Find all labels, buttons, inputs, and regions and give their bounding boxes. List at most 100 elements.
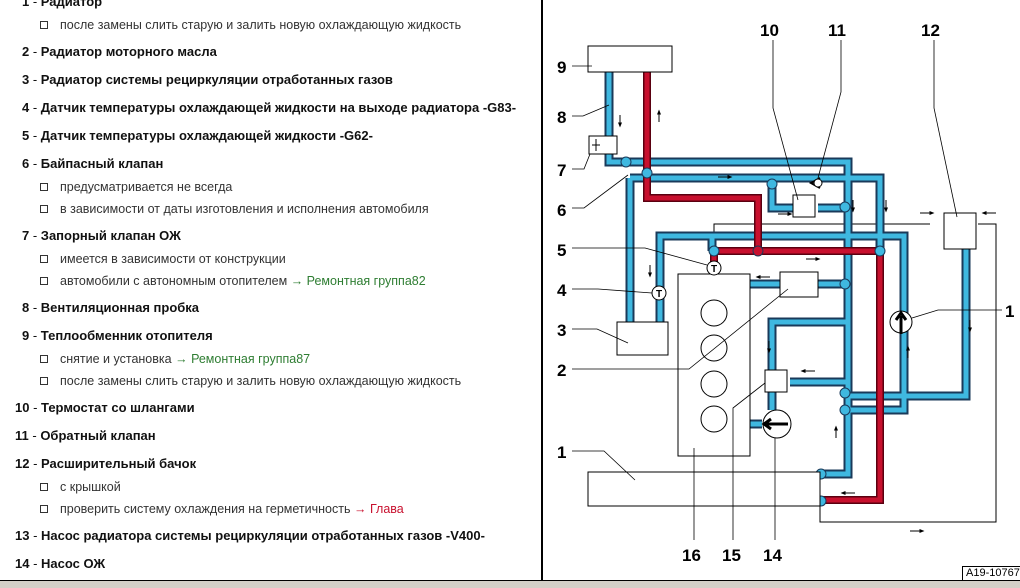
diagram-shape bbox=[839, 278, 851, 290]
legend-item-label: Радиатор системы рециркуляции отработанн… bbox=[40, 72, 393, 87]
horizontal-scrollbar[interactable] bbox=[0, 580, 1020, 588]
legend-item-number: 3 bbox=[22, 72, 30, 87]
pump-14-arrow-icon bbox=[761, 417, 788, 431]
legend-subitem: после замены слить старую и залить новую… bbox=[40, 374, 461, 388]
legend-item-number: 7 bbox=[22, 228, 30, 243]
diagram-shape bbox=[874, 245, 886, 257]
legend-subitem-text: предусматривается не всегда bbox=[60, 180, 233, 194]
legend-subitem-text: имеется в зависимости от конструкции bbox=[60, 252, 286, 266]
legend-separator: - bbox=[29, 128, 41, 143]
legend-item-number: 10 bbox=[15, 400, 30, 415]
diagram-shape bbox=[620, 156, 632, 168]
cross-reference-link[interactable]: → Глава bbox=[353, 502, 404, 516]
legend-item-4: 4 - Датчик температуры охлаждающей жидко… bbox=[22, 100, 516, 115]
callout-1: 1 bbox=[557, 443, 566, 462]
diagram-shape bbox=[644, 72, 761, 251]
legend-subitem: автомобили с автономным отопителем → Рем… bbox=[40, 274, 426, 288]
sensor-g83-glyph: T bbox=[656, 289, 662, 300]
callout-3: 3 bbox=[557, 321, 566, 340]
sensor-g62 bbox=[706, 260, 722, 276]
square-bullet-icon bbox=[40, 20, 48, 29]
cross-reference-link[interactable]: → Ремонтная группа82 bbox=[290, 274, 426, 288]
callout-15: 15 bbox=[722, 546, 741, 565]
cooling-system-diagram: T T bbox=[543, 0, 1020, 580]
legend-separator: - bbox=[29, 0, 41, 9]
legend-subitem: предусматривается не всегда bbox=[40, 180, 232, 194]
diagram-shape bbox=[572, 288, 653, 294]
legend-item-12: 12 - Расширительный бачок bbox=[15, 456, 196, 471]
figure-id-label: A19-10767 bbox=[962, 566, 1020, 581]
legend-item-label: Радиатор моторного масла bbox=[40, 44, 217, 59]
diagram-shape bbox=[848, 248, 969, 399]
diagram-shape bbox=[839, 387, 851, 399]
legend-item-label: Теплообменник отопителя bbox=[40, 328, 213, 343]
legend-separator: - bbox=[29, 400, 42, 415]
square-bullet-icon bbox=[40, 504, 48, 513]
legend-item-label: Обратный клапан bbox=[40, 428, 156, 443]
legend-subitem-text: после замены слить старую и залить новую… bbox=[60, 374, 462, 388]
diagram-shape bbox=[641, 167, 653, 179]
diagram-shape bbox=[606, 72, 626, 165]
square-bullet-icon bbox=[40, 204, 48, 213]
legend-subitem: после замены слить старую и залить новую… bbox=[40, 18, 461, 32]
legend-subitem-text: автомобили с автономным отопителем bbox=[60, 274, 288, 288]
callout-2: 2 bbox=[557, 361, 566, 380]
callout-labels: 9 8 7 6 5 4 3 2 1 10 11 12 1 16 15 14 bbox=[557, 21, 1014, 565]
square-bullet-icon bbox=[40, 376, 48, 385]
diagram-shape bbox=[790, 379, 851, 477]
legend-item-14: 14 - Насос ОЖ bbox=[15, 556, 105, 571]
legend-separator: - bbox=[29, 528, 42, 543]
diagram-shape bbox=[572, 288, 789, 370]
legend-subitem-text: после замены слить старую и залить новую… bbox=[60, 18, 462, 32]
legend-item-label: Вентиляционная пробка bbox=[40, 300, 200, 315]
legend-item-number: 8 bbox=[22, 300, 30, 315]
legend-item-label: Насос ОЖ bbox=[41, 556, 106, 571]
callout-5: 5 bbox=[557, 241, 566, 260]
thermostat-15 bbox=[764, 369, 788, 393]
square-bullet-icon bbox=[40, 354, 48, 363]
legend-item-9: 9 - Теплообменник отопителя bbox=[22, 328, 213, 343]
legend-item-11: 11 - Обратный клапан bbox=[15, 428, 156, 443]
legend-item-number: 5 bbox=[22, 128, 30, 143]
pump-13-arrow-icon bbox=[894, 310, 908, 334]
legend-item-label: Датчик температуры охлаждающей жидкости … bbox=[40, 128, 373, 143]
diagram-shape bbox=[790, 377, 853, 479]
callout-13: 1 bbox=[1005, 302, 1014, 321]
legend-item-number: 12 bbox=[15, 456, 30, 471]
callout-8: 8 bbox=[557, 108, 566, 127]
square-bullet-icon bbox=[40, 182, 48, 191]
diagram-shape bbox=[572, 328, 629, 344]
callout-6: 6 bbox=[557, 201, 566, 220]
callout-9: 9 bbox=[557, 58, 566, 77]
callout-14: 14 bbox=[763, 546, 782, 565]
diagram-shape bbox=[572, 247, 708, 266]
check-valve-body bbox=[813, 178, 823, 188]
square-bullet-icon bbox=[40, 276, 48, 285]
legend-separator: - bbox=[29, 72, 41, 87]
legend-subitem-text: проверить систему охлаждения на герметич… bbox=[60, 502, 351, 516]
legend-separator: - bbox=[28, 428, 41, 443]
diagram-shape bbox=[657, 233, 715, 298]
callout-10: 10 bbox=[760, 21, 779, 40]
diagram-shape bbox=[700, 405, 728, 433]
legend-item-label: Термостат со шлангами bbox=[41, 400, 195, 415]
legend-item-13: 13 - Насос радиатора системы рециркуляци… bbox=[15, 528, 485, 543]
diagram-shape bbox=[839, 201, 851, 213]
legend-item-number: 13 bbox=[15, 528, 30, 543]
legend-item-7: 7 - Запорный клапан ОЖ bbox=[22, 228, 181, 243]
legend-separator: - bbox=[29, 100, 41, 115]
square-bullet-icon bbox=[40, 254, 48, 263]
egr-cooler bbox=[616, 321, 669, 356]
cross-reference-link[interactable]: → Ремонтная группа87 bbox=[175, 352, 311, 366]
diagram-shape bbox=[714, 248, 883, 503]
diagram-shape bbox=[708, 245, 720, 257]
expansion-tank bbox=[943, 212, 977, 250]
legend-item-6: 6 - Байпасный клапан bbox=[22, 156, 163, 171]
panel-divider[interactable] bbox=[541, 0, 543, 580]
diagram-shape bbox=[933, 40, 958, 218]
leader-lines bbox=[572, 40, 1002, 540]
legend-item-label: Запорный клапан ОЖ bbox=[40, 228, 181, 243]
sensor-g62-glyph: T bbox=[711, 264, 717, 275]
legend-separator: - bbox=[29, 300, 41, 315]
